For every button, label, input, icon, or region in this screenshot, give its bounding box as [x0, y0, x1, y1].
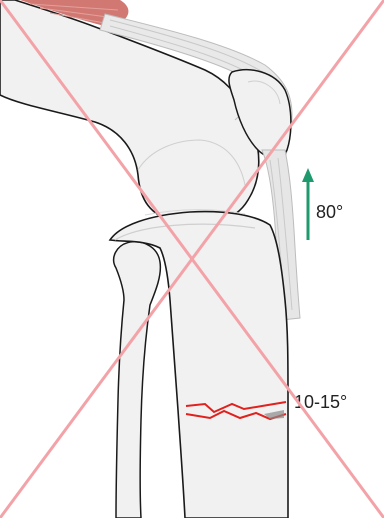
flexion-angle-label: 80° [316, 202, 343, 222]
flexion-arrow [302, 168, 314, 240]
fibula [114, 242, 161, 518]
